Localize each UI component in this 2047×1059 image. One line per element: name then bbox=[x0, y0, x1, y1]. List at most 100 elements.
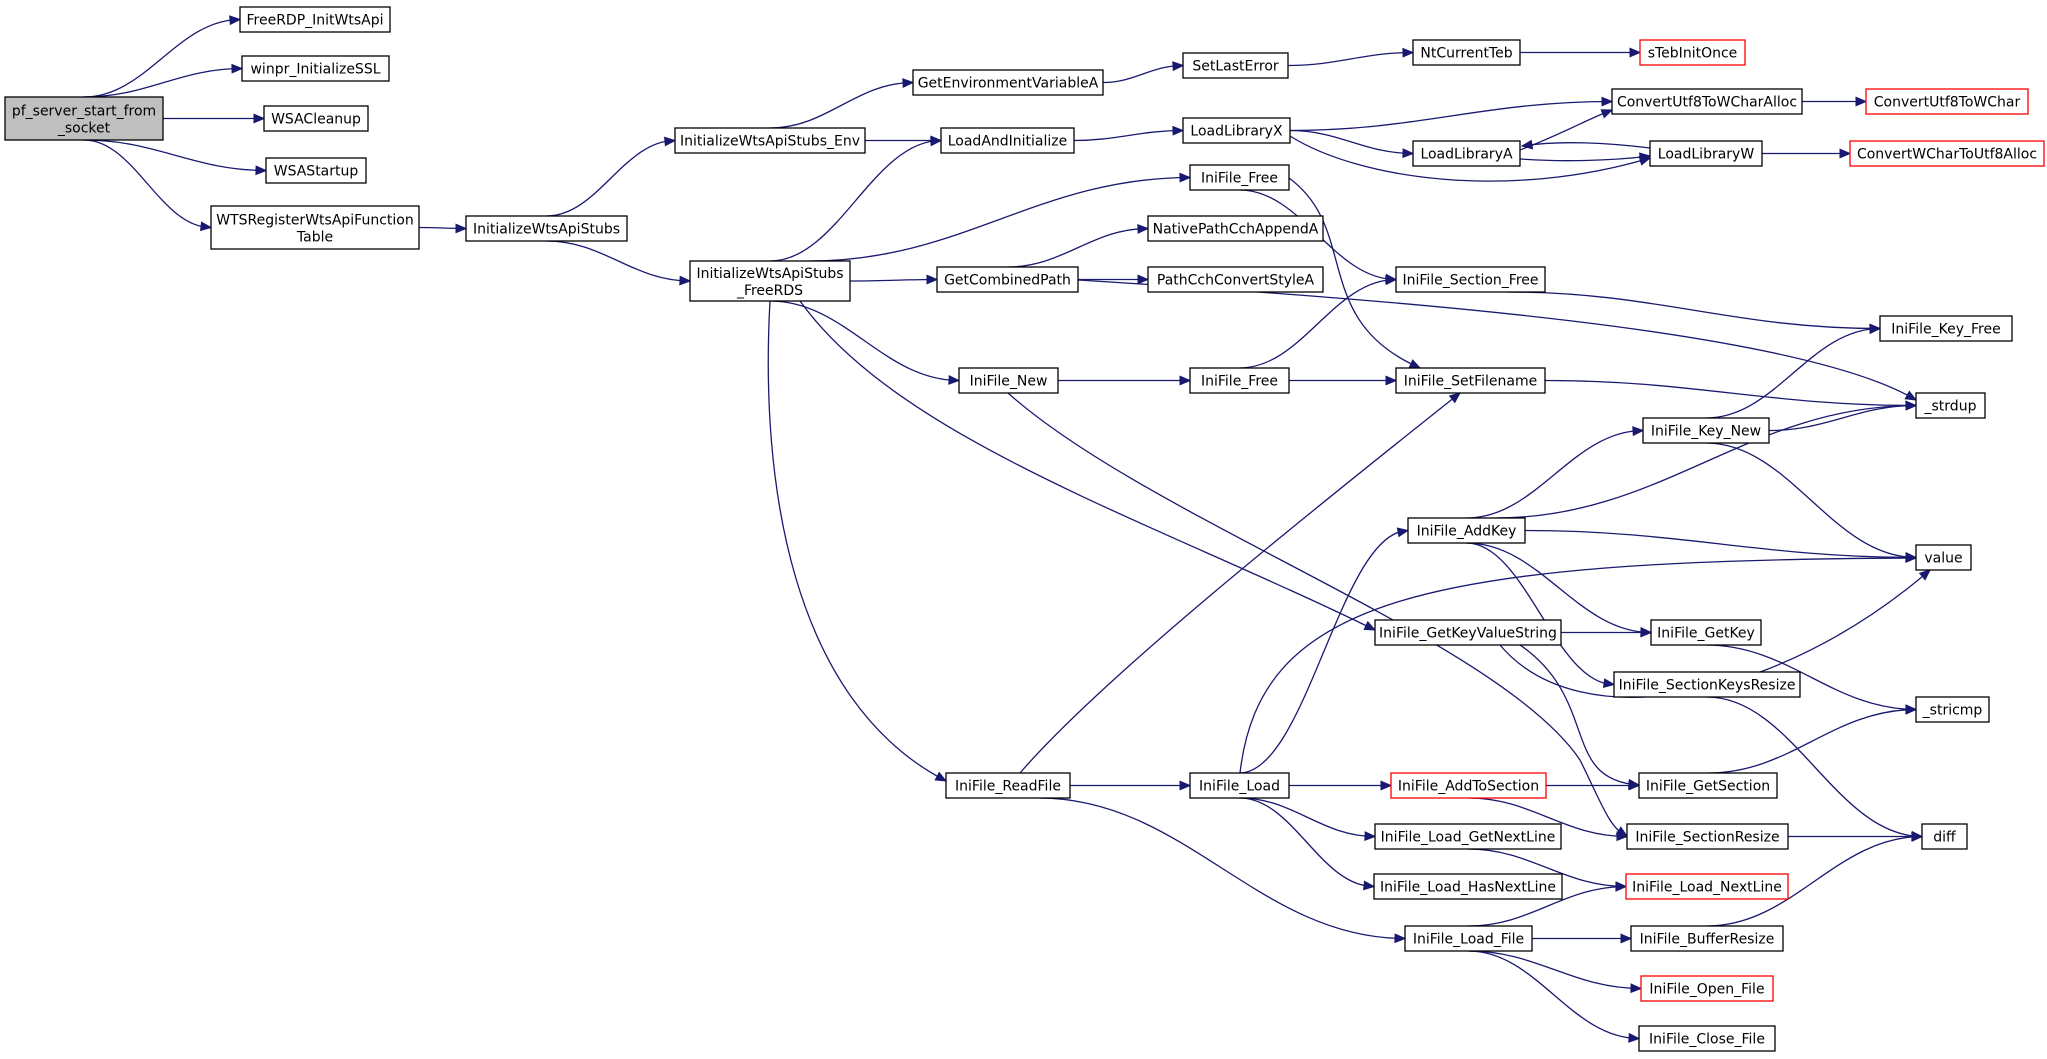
node-initializewtsapistubs[interactable]: InitializeWtsApiStubs bbox=[465, 215, 628, 242]
node-box[interactable] bbox=[1921, 823, 1968, 850]
node-box[interactable] bbox=[1849, 140, 2045, 167]
node-box[interactable] bbox=[1865, 88, 2029, 115]
node--stricmp[interactable]: _stricmp bbox=[1915, 696, 1990, 723]
node-box[interactable] bbox=[1189, 164, 1290, 191]
node-loadlibraryw[interactable]: LoadLibraryW bbox=[1649, 140, 1763, 167]
node-getcombinedpath[interactable]: GetCombinedPath bbox=[936, 266, 1079, 293]
node-pf-server-start-from-socket[interactable]: pf_server_start_from_socket bbox=[4, 96, 164, 141]
node-box[interactable] bbox=[1407, 517, 1526, 544]
node-box[interactable] bbox=[1642, 417, 1770, 444]
node-box[interactable] bbox=[210, 205, 420, 250]
node-box[interactable] bbox=[1650, 619, 1762, 646]
node-nativepathcchappenda[interactable]: NativePathCchAppendA bbox=[1147, 215, 1324, 242]
node-box[interactable] bbox=[1915, 544, 1972, 571]
node-loadlibrarya[interactable]: LoadLibraryA bbox=[1412, 140, 1521, 167]
node-box[interactable] bbox=[1189, 772, 1290, 799]
node-winpr-initializessl[interactable]: winpr_InitializeSSL bbox=[241, 55, 390, 82]
node-convertutf8towcharalloc[interactable]: ConvertUtf8ToWCharAlloc bbox=[1611, 88, 1803, 115]
node-box[interactable] bbox=[940, 127, 1075, 154]
node-box[interactable] bbox=[1395, 266, 1546, 293]
node-inifile-open-file[interactable]: IniFile_Open_File bbox=[1640, 975, 1774, 1002]
node-inifile-free-top[interactable]: IniFile_Free bbox=[1189, 164, 1290, 191]
node-inifile-key-free[interactable]: IniFile_Key_Free bbox=[1879, 315, 2013, 342]
node-box[interactable] bbox=[674, 127, 866, 154]
node-box[interactable] bbox=[1147, 266, 1324, 293]
node-inifile-sectionkeysresize[interactable]: IniFile_SectionKeysResize bbox=[1613, 671, 1801, 698]
node-loadandinitialize[interactable]: LoadAndInitialize bbox=[940, 127, 1075, 154]
node-box[interactable] bbox=[1613, 671, 1801, 698]
node-inifile-key-new[interactable]: IniFile_Key_New bbox=[1642, 417, 1770, 444]
node-loadlibraryx[interactable]: LoadLibraryX bbox=[1182, 117, 1291, 144]
node-inifile-bufferresize[interactable]: IniFile_BufferResize bbox=[1630, 925, 1784, 952]
node-inifile-load-file[interactable]: IniFile_Load_File bbox=[1404, 925, 1533, 952]
node-initializewtsapistubs-env[interactable]: InitializeWtsApiStubs_Env bbox=[674, 127, 866, 154]
node-getenvironmentvariablea[interactable]: GetEnvironmentVariableA bbox=[912, 69, 1104, 96]
node-inifile-addtosection[interactable]: IniFile_AddToSection bbox=[1390, 772, 1547, 799]
node-inifile-load-hasnextline[interactable]: IniFile_Load_HasNextLine bbox=[1373, 873, 1563, 900]
node-box[interactable] bbox=[1147, 215, 1324, 242]
node-wsacleanup[interactable]: WSACleanup bbox=[263, 105, 369, 132]
node-ntcurrentteb[interactable]: NtCurrentTeb bbox=[1412, 39, 1521, 66]
node-box[interactable] bbox=[958, 367, 1059, 394]
node-box[interactable] bbox=[465, 215, 628, 242]
node-box[interactable] bbox=[1626, 823, 1789, 850]
node-box[interactable] bbox=[1412, 39, 1521, 66]
node-box[interactable] bbox=[4, 96, 164, 141]
node-box[interactable] bbox=[1611, 88, 1803, 115]
node-box[interactable] bbox=[1390, 772, 1547, 799]
node-box[interactable] bbox=[689, 260, 851, 302]
node-pathcchconvertstylea[interactable]: PathCchConvertStyleA bbox=[1147, 266, 1324, 293]
node-convertutf8towchar[interactable]: ConvertUtf8ToWChar bbox=[1865, 88, 2029, 115]
node-box[interactable] bbox=[1879, 315, 2013, 342]
node-inifile-load-nextline[interactable]: IniFile_Load_NextLine bbox=[1625, 873, 1789, 900]
node-box[interactable] bbox=[1638, 772, 1778, 799]
node-initializewtsapistubs-freerds[interactable]: InitializeWtsApiStubs_FreeRDS bbox=[689, 260, 851, 302]
node-convertwchartoutf8alloc[interactable]: ConvertWCharToUtf8Alloc bbox=[1849, 140, 2045, 167]
node-box[interactable] bbox=[1915, 392, 1986, 419]
node-box[interactable] bbox=[1915, 696, 1990, 723]
node-box[interactable] bbox=[912, 69, 1104, 96]
node-inifile-new[interactable]: IniFile_New bbox=[958, 367, 1059, 394]
node-inifile-sectionresize[interactable]: IniFile_SectionResize bbox=[1626, 823, 1789, 850]
node-inifile-free-mid[interactable]: IniFile_Free bbox=[1189, 367, 1290, 394]
node-inifile-setfilename[interactable]: IniFile_SetFilename bbox=[1395, 367, 1546, 394]
node-box[interactable] bbox=[263, 105, 369, 132]
node-box[interactable] bbox=[1189, 367, 1290, 394]
node-box[interactable] bbox=[1638, 1025, 1776, 1052]
node-inifile-getkeyvaluestring[interactable]: IniFile_GetKeyValueString bbox=[1374, 619, 1562, 646]
node-box[interactable] bbox=[1374, 619, 1562, 646]
node-box[interactable] bbox=[1374, 823, 1562, 850]
node-box[interactable] bbox=[1395, 367, 1546, 394]
node-setlasterror[interactable]: SetLastError bbox=[1182, 52, 1289, 79]
node-inifile-load[interactable]: IniFile_Load bbox=[1189, 772, 1290, 799]
node-stebinitonce[interactable]: sTebInitOnce bbox=[1639, 39, 1746, 66]
node-inifile-close-file[interactable]: IniFile_Close_File bbox=[1638, 1025, 1776, 1052]
node-inifile-addkey[interactable]: IniFile_AddKey bbox=[1407, 517, 1526, 544]
node-inifile-load-getnextline[interactable]: IniFile_Load_GetNextLine bbox=[1374, 823, 1562, 850]
node--strdup[interactable]: _strdup bbox=[1915, 392, 1986, 419]
node-freerdp-initwtsapi[interactable]: FreeRDP_InitWtsApi bbox=[239, 6, 391, 33]
node-box[interactable] bbox=[241, 55, 390, 82]
node-inifile-section-free[interactable]: IniFile_Section_Free bbox=[1395, 266, 1546, 293]
node-wsastartup[interactable]: WSAStartup bbox=[265, 157, 367, 184]
node-box[interactable] bbox=[945, 772, 1071, 799]
node-box[interactable] bbox=[1625, 873, 1789, 900]
node-box[interactable] bbox=[1404, 925, 1533, 952]
node-box[interactable] bbox=[239, 6, 391, 33]
node-box[interactable] bbox=[1412, 140, 1521, 167]
node-value[interactable]: value bbox=[1915, 544, 1972, 571]
node-inifile-getsection[interactable]: IniFile_GetSection bbox=[1638, 772, 1778, 799]
node-box[interactable] bbox=[1639, 39, 1746, 66]
node-box[interactable] bbox=[936, 266, 1079, 293]
node-diff[interactable]: diff bbox=[1921, 823, 1968, 850]
node-box[interactable] bbox=[1182, 117, 1291, 144]
node-box[interactable] bbox=[1649, 140, 1763, 167]
node-box[interactable] bbox=[1630, 925, 1784, 952]
node-box[interactable] bbox=[1182, 52, 1289, 79]
node-inifile-getkey[interactable]: IniFile_GetKey bbox=[1650, 619, 1762, 646]
node-inifile-readfile[interactable]: IniFile_ReadFile bbox=[945, 772, 1071, 799]
node-box[interactable] bbox=[1373, 873, 1563, 900]
node-box[interactable] bbox=[265, 157, 367, 184]
node-box[interactable] bbox=[1640, 975, 1774, 1002]
